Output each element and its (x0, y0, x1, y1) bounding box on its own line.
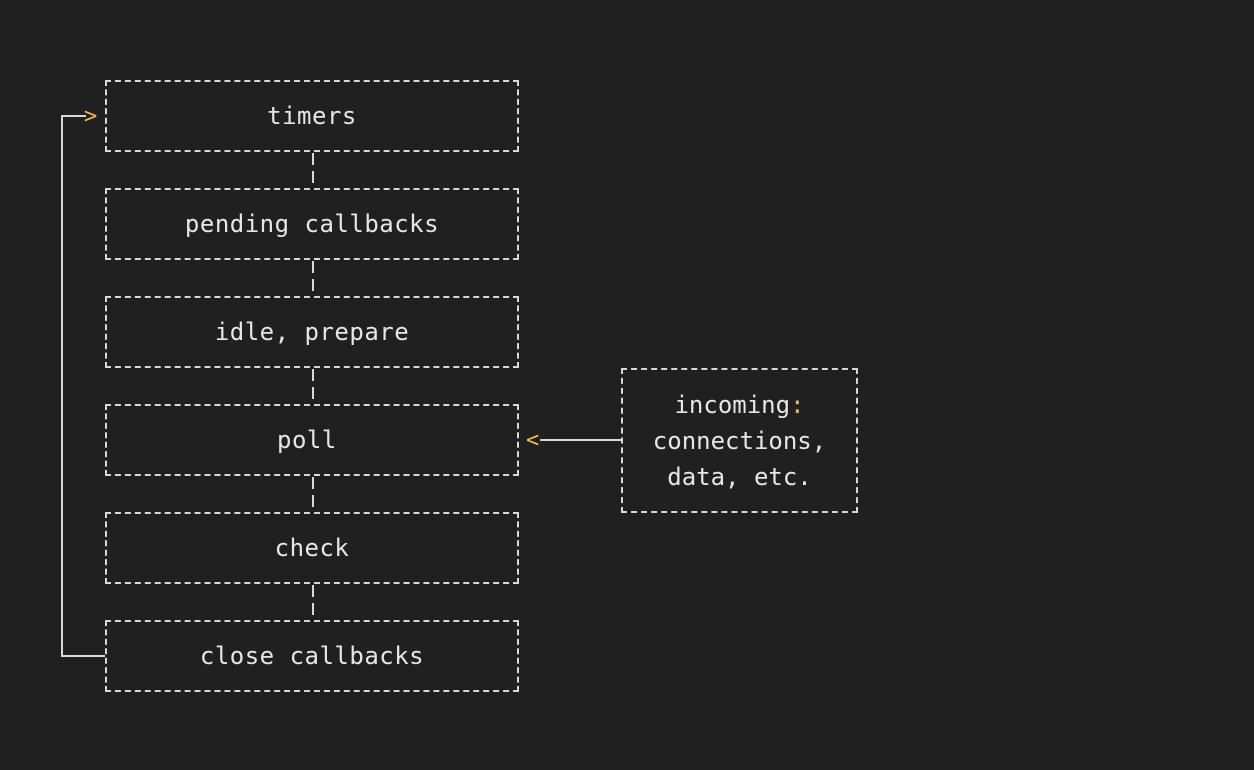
phase-box-timers: timers (105, 80, 519, 152)
phase-label: close callbacks (199, 642, 425, 670)
phase-label: check (274, 534, 350, 562)
poll-arrow-head: < (526, 428, 540, 453)
phase-box-pending-callbacks: pending callbacks (105, 188, 519, 260)
phase-box-close-callbacks: close callbacks (105, 620, 519, 692)
phase-label: idle, prepare (214, 318, 410, 346)
phase-box-poll: poll (105, 404, 519, 476)
phase-label: timers (267, 102, 357, 130)
phase-box-check: check (105, 512, 519, 584)
loop-back-line (61, 115, 105, 657)
phase-box-idle-prepare: idle, prepare (105, 296, 519, 368)
incoming-line-data: data, etc. (667, 462, 812, 491)
loop-arrow-head: > (84, 104, 98, 129)
incoming-title-text: incoming (674, 390, 791, 419)
incoming-title: incoming: (674, 390, 804, 420)
incoming-line-connections: connections, (652, 426, 827, 455)
phase-label: pending callbacks (184, 210, 440, 238)
incoming-title-colon: : (790, 390, 805, 419)
phase-label: poll (277, 426, 337, 454)
incoming-box: incoming: connections, data, etc. (621, 368, 858, 513)
